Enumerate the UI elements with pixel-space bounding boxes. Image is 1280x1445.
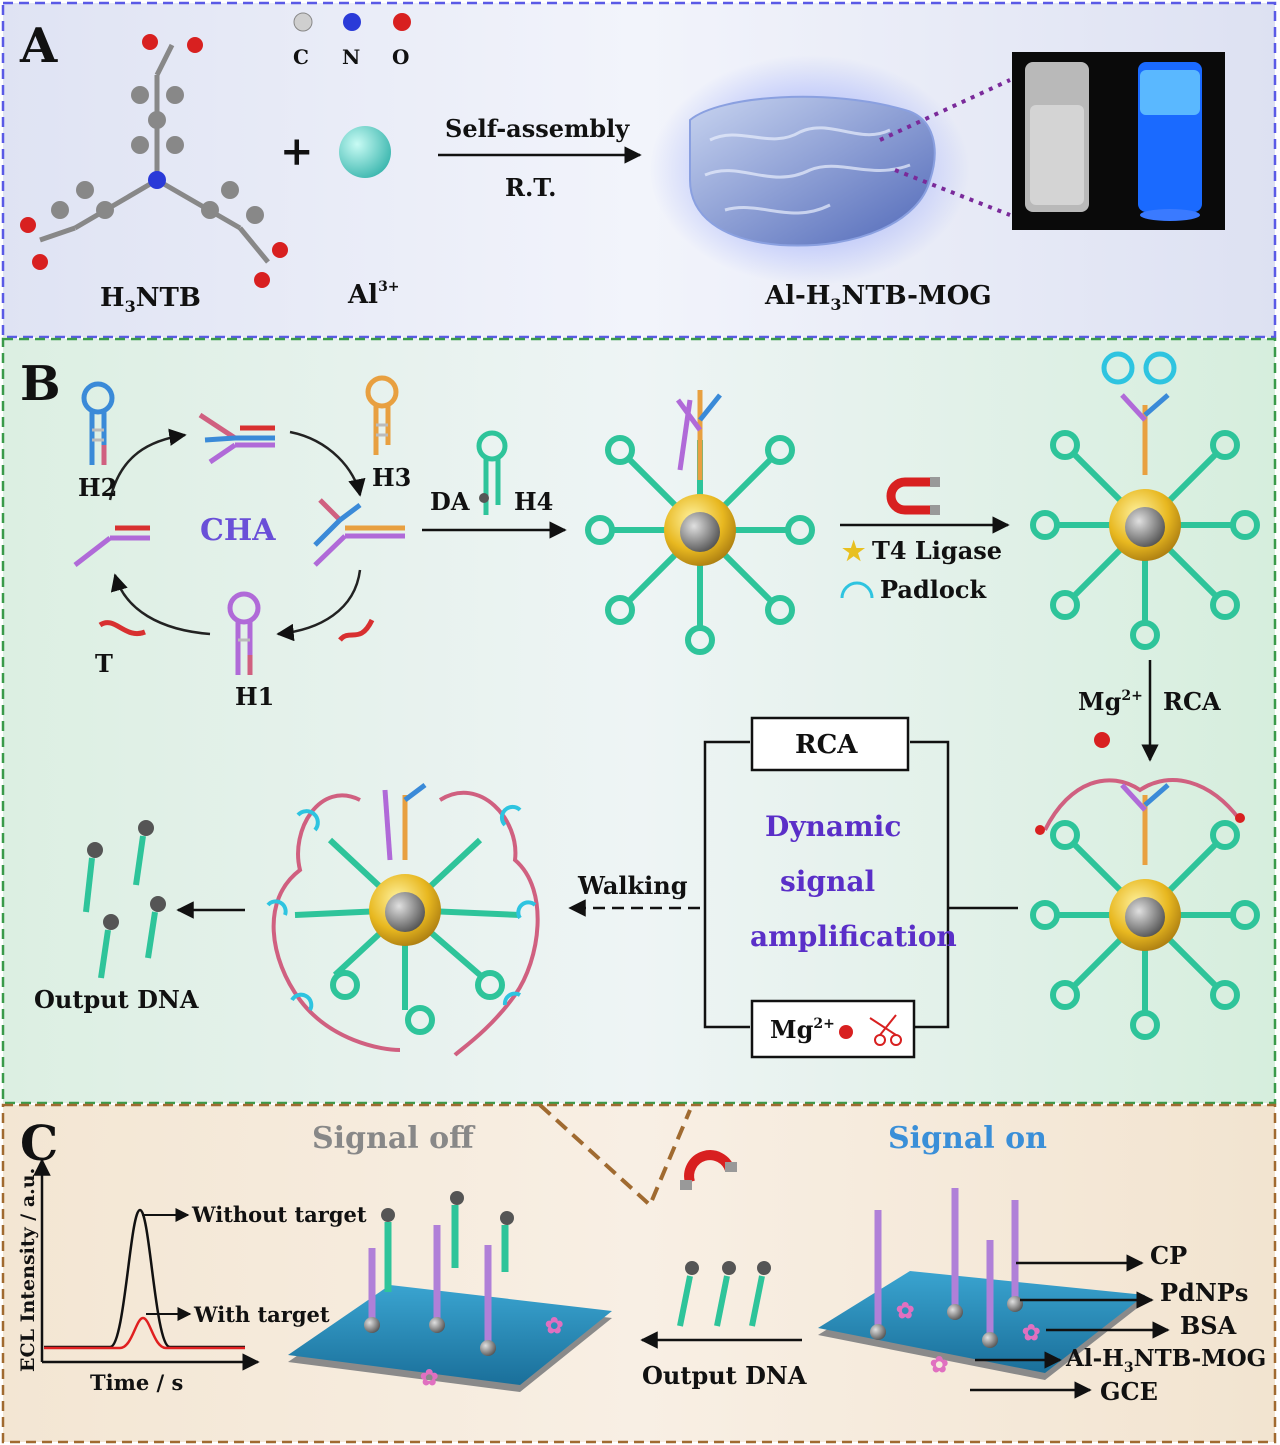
ecl-xlabel: Time / s	[90, 1370, 183, 1395]
al-label: Al3+	[347, 279, 400, 310]
panel-b: B H2	[1, 337, 1277, 1105]
t4-ligase-label: T4 Ligase	[872, 536, 1002, 565]
da-label: DA	[430, 487, 470, 516]
padlock-label: Padlock	[880, 575, 987, 604]
electrode-legend-arrows	[970, 1254, 1170, 1399]
h3ntb-label: H3NTB	[100, 283, 201, 316]
rca-box	[750, 716, 910, 772]
signal-off-label: Signal off	[312, 1121, 476, 1156]
cha-label: CHA	[200, 513, 276, 548]
rt-label: R.T.	[505, 173, 556, 202]
gce-label: GCE	[1100, 1377, 1158, 1406]
output-dna-strands-c	[677, 1261, 771, 1327]
atom-legend: C N O	[293, 12, 411, 69]
output-dna-label-b: Output DNA	[34, 985, 199, 1014]
complex-h1-h2	[198, 412, 275, 465]
hairpin-h2	[81, 381, 115, 465]
cp-label: CP	[1150, 1241, 1187, 1270]
mg-ion-dot	[1094, 732, 1110, 748]
with-target-label: With target	[193, 1302, 330, 1327]
gel-label: Al-H3NTB-MOG	[764, 281, 992, 314]
mg-box	[750, 999, 916, 1059]
dynamic-label-2: signal	[780, 865, 875, 898]
mg-box-dot	[839, 1025, 853, 1039]
pdnps-label: PdNPs	[1160, 1278, 1248, 1307]
al-ion-sphere	[339, 126, 391, 178]
h4-label: H4	[514, 487, 553, 516]
hairpin-h1	[227, 591, 261, 675]
with-target-curve	[44, 1316, 245, 1350]
signal-on-label: Signal on	[888, 1121, 1047, 1156]
zoom-line-top	[879, 78, 1011, 142]
nanoparticle-1	[585, 390, 815, 655]
self-assembly-label: Self-assembly	[445, 114, 630, 143]
svg-text:✿: ✿	[420, 1365, 438, 1391]
legend-c: C	[293, 45, 309, 69]
magnet-icon-c	[680, 1150, 737, 1190]
without-target-label: Without target	[191, 1202, 367, 1227]
svg-text:✿: ✿	[1022, 1320, 1040, 1346]
ecl-plot	[33, 1158, 260, 1371]
walking-label: Walking	[577, 871, 688, 900]
magnet-icon	[886, 477, 940, 515]
gel-texture	[704, 126, 911, 215]
electrode-signal-on: ✿ ✿ ✿	[818, 1188, 1145, 1380]
t-label: T	[95, 649, 113, 678]
legend-o: O	[392, 45, 409, 69]
zoom-line-bottom	[894, 168, 1011, 217]
vial-photo	[1012, 52, 1225, 230]
panel-a-letter: A	[19, 18, 58, 74]
svg-text:✿: ✿	[545, 1313, 563, 1339]
h3ntb-atoms	[20, 34, 288, 288]
complex-h1-h2-h3	[313, 498, 405, 567]
scissors-icon	[869, 1014, 902, 1046]
panel-c-letter: C	[20, 1116, 58, 1172]
divider-line	[538, 1103, 692, 1209]
padlock-icon	[840, 581, 874, 599]
mg-box-label: Mg2+	[770, 1015, 835, 1044]
mg-label: Mg2+	[1078, 687, 1143, 716]
hairpin-h4	[476, 430, 508, 515]
cha-cycle-arrows	[108, 428, 366, 642]
rca-box-label: RCA	[795, 730, 858, 760]
without-target-curve	[44, 1208, 245, 1349]
plus-sign: +	[280, 128, 314, 175]
electrode-signal-off: ✿ ✿	[288, 1191, 612, 1392]
output-dna-strands	[83, 820, 166, 979]
panel-c: C Signal off Signal on Without target Wi…	[1, 1103, 1277, 1444]
h2-label: H2	[78, 473, 117, 502]
rca-label: RCA	[1163, 687, 1221, 716]
h3-label: H3	[372, 463, 411, 492]
hairpin-h3	[365, 375, 399, 455]
legend-n: N	[342, 45, 360, 69]
target-t	[98, 618, 375, 642]
star-icon: ★	[842, 537, 866, 567]
output-dna-label-c: Output DNA	[642, 1361, 807, 1390]
dynamic-label-1: Dynamic	[765, 810, 901, 843]
panel-a: A H3NTB C N O	[1, 1, 1277, 339]
bsa-label: BSA	[1180, 1311, 1237, 1340]
mog-label: Al-H3NTB-MOG	[1065, 1345, 1266, 1376]
complex-t-h1	[73, 525, 150, 567]
nanoparticle-4	[266, 783, 540, 1057]
dynamic-label-3: amplification	[750, 920, 957, 953]
h1-label: H1	[235, 682, 274, 711]
svg-text:✿: ✿	[896, 1298, 914, 1324]
nanoparticle-2	[1030, 351, 1260, 650]
ecl-ylabel: ECL Intensity / a.u.	[17, 1168, 39, 1372]
svg-text:✿: ✿	[930, 1352, 948, 1378]
nanoparticle-3	[1030, 778, 1260, 1040]
amplification-loop	[703, 740, 1018, 1029]
panel-b-letter: B	[20, 356, 61, 412]
